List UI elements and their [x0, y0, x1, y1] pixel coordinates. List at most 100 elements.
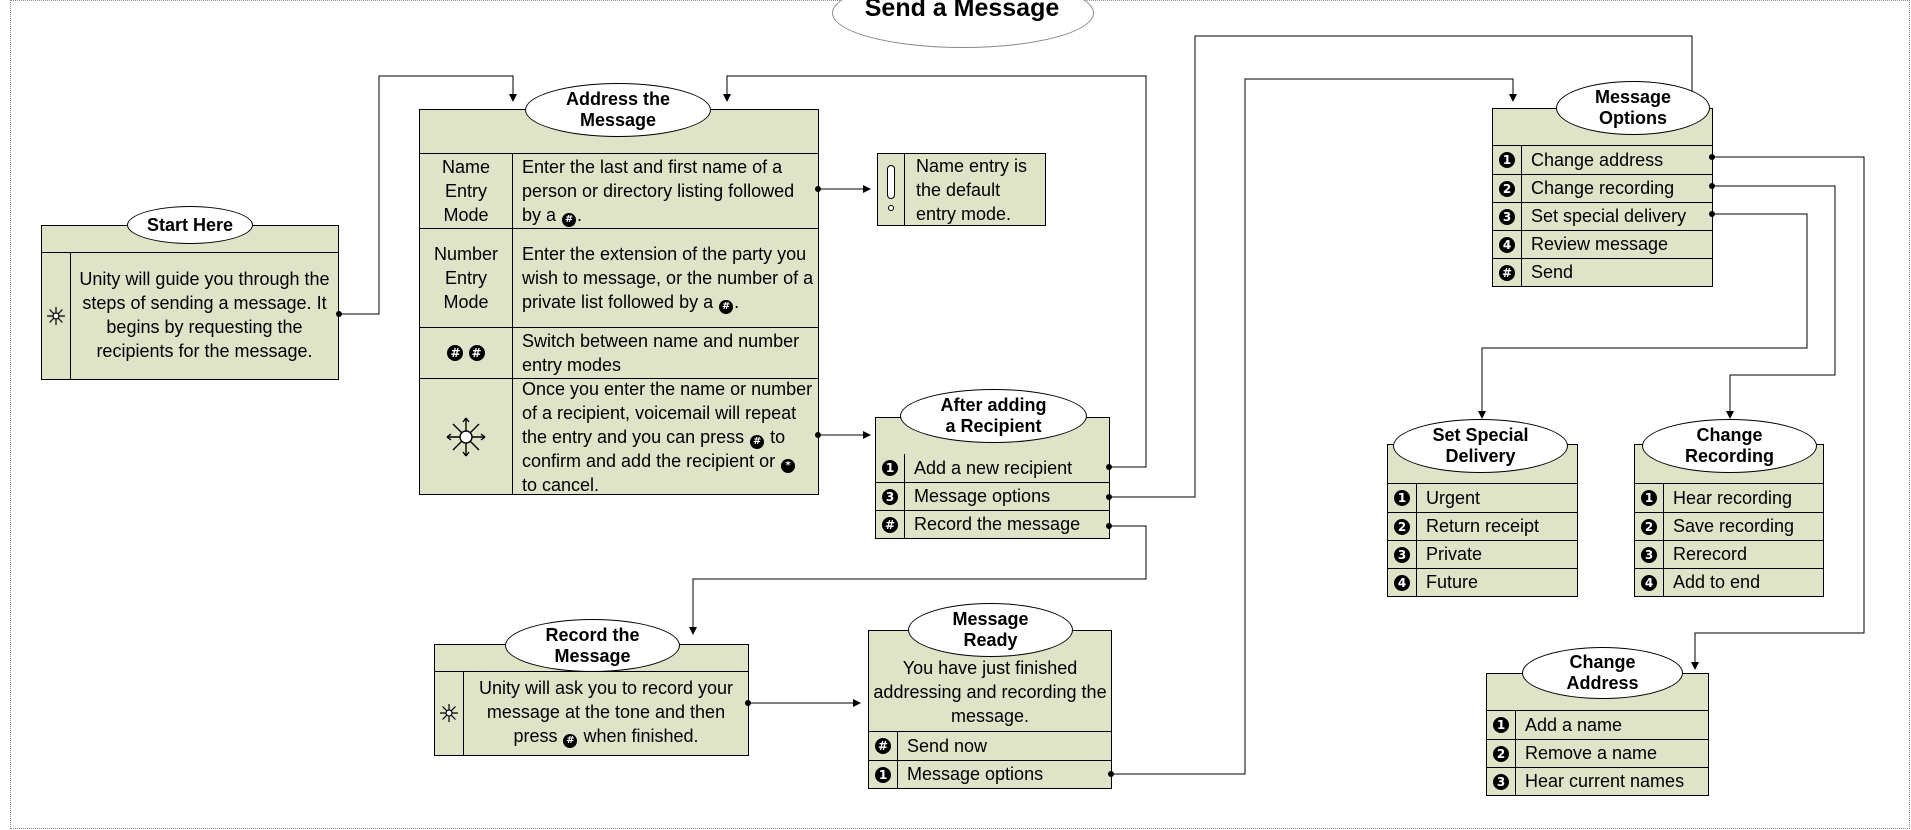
star-key-icon: *	[781, 458, 796, 473]
asterisk-icon	[420, 379, 513, 494]
key-1-icon: 1	[1641, 490, 1657, 506]
connector-ready-to-options	[1111, 78, 1517, 775]
hash-key-icon: #	[719, 300, 734, 314]
option-record-message[interactable]: #Record the message	[876, 510, 1109, 538]
message-ready-text: You have just finished addressing and re…	[873, 657, 1107, 726]
connector-dot	[1709, 154, 1715, 160]
confirm-row: Once you enter the name or number of a r…	[420, 378, 818, 495]
name-entry-note: Name entry is the default entry mode.	[877, 153, 1046, 226]
connector-start-to-address	[339, 75, 517, 315]
key-1-icon: 1	[875, 766, 891, 783]
exclamation-icon	[878, 154, 905, 225]
hash-key-icon: #	[1499, 264, 1515, 281]
connector-dot	[1108, 771, 1114, 777]
start-here-text: Unity will guide you through the steps o…	[79, 268, 330, 361]
connector-dot	[1709, 211, 1715, 217]
record-message-text: Unity will ask you to record your messag…	[478, 678, 734, 748]
key-3-icon: 3	[1499, 208, 1515, 225]
note-text: Name entry is the default entry mode.	[916, 155, 1028, 224]
connector-dot	[815, 186, 821, 192]
connector-options-to-special	[1478, 213, 1808, 419]
hash-key-icon: #	[882, 516, 898, 533]
key-4-icon: 4	[1499, 236, 1515, 253]
connector-options-to-address	[1691, 156, 1865, 670]
connector-add-recipient-loop	[723, 75, 1147, 468]
confirm-description: Once you enter the name or number of a r…	[522, 378, 813, 495]
connector-after-to-options	[1109, 35, 1696, 498]
key-3-icon: 3	[1641, 546, 1657, 563]
key-3-icon: 3	[1394, 546, 1410, 563]
key-2-icon: 2	[1499, 180, 1515, 197]
option-send-now[interactable]: #Send now	[869, 732, 1111, 760]
asterisk-icon	[42, 252, 71, 379]
asterisk-icon	[435, 671, 464, 755]
key-3-icon: 3	[882, 488, 898, 505]
connector-dot	[745, 700, 751, 706]
key-1-icon: 1	[882, 460, 898, 476]
hash-key-icon: #	[563, 734, 578, 748]
connector-dot	[1106, 464, 1112, 470]
key-3-icon: 3	[1493, 773, 1509, 790]
connector-dot	[1106, 494, 1112, 500]
connector-dot	[1106, 523, 1112, 529]
key-1-icon: 1	[1394, 490, 1410, 506]
number-entry-description: Enter the extension of the party you wis…	[522, 244, 814, 314]
key-2-icon: 2	[1394, 518, 1410, 535]
name-entry-description: Enter the last and first name of a perso…	[522, 157, 795, 227]
hash-key-icon: #	[875, 738, 891, 754]
address-message-box: Name Entry Mode Enter the last and first…	[419, 109, 819, 495]
connector-dot	[336, 311, 342, 317]
key-4-icon: 4	[1394, 574, 1410, 591]
key-1-icon: 1	[1499, 152, 1515, 168]
double-hash-key-icon: # #	[420, 328, 513, 378]
hash-key-icon: #	[750, 434, 765, 449]
key-2-icon: 2	[1493, 745, 1509, 762]
key-4-icon: 4	[1641, 574, 1657, 591]
start-here-title: Start Here	[127, 206, 253, 244]
switch-mode-description: Switch between name and number entry mod…	[522, 331, 800, 375]
hash-key-icon: #	[562, 213, 577, 227]
page-title: Send a Message	[864, 0, 1060, 22]
key-1-icon: 1	[1493, 717, 1509, 733]
connector-dot	[1709, 183, 1715, 189]
number-entry-row: Number Entry Mode Enter the extension of…	[420, 228, 818, 327]
connector-after-to-record	[689, 525, 1147, 635]
key-2-icon: 2	[1641, 518, 1657, 535]
connector-options-to-recording	[1712, 185, 1836, 419]
name-entry-mode-label: Name Entry Mode	[420, 154, 513, 228]
start-here-box: Unity will guide you through the steps o…	[41, 225, 339, 380]
option-send[interactable]: #Send	[1493, 258, 1712, 286]
connector-dot	[815, 432, 821, 438]
record-message-box: Unity will ask you to record your messag…	[434, 644, 749, 756]
